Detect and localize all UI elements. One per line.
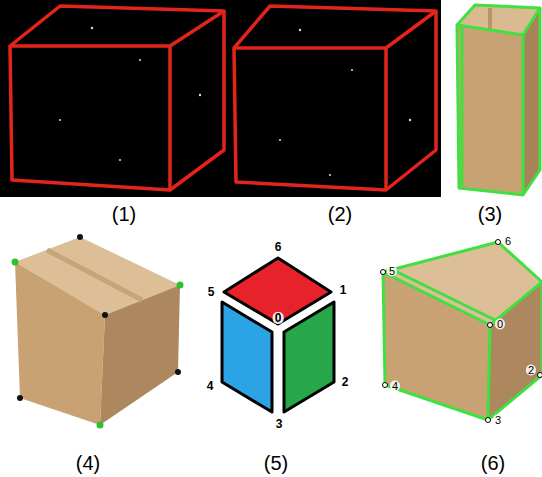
panel-caption: (5) (264, 453, 288, 473)
panel-caption: (1) (112, 204, 136, 224)
vertex-number: 3 (274, 418, 285, 430)
vertex-number: 2 (526, 365, 536, 376)
cardboard-box (457, 5, 540, 195)
vertex-number: 2 (340, 376, 351, 388)
vertex-number: 0 (495, 319, 505, 330)
panel-caption: (2) (328, 204, 352, 224)
vertex-number: 1 (338, 284, 349, 296)
detected-outline (383, 242, 542, 420)
detected-outline (457, 5, 540, 195)
vertex-number: 4 (390, 381, 400, 392)
vertex-number: 4 (205, 380, 216, 392)
noise-speckle (59, 27, 411, 176)
vertex-number: 5 (387, 266, 397, 277)
corner-dot (12, 234, 184, 429)
panel-caption: (4) (76, 453, 100, 473)
edge-wireframe (10, 6, 224, 190)
panel-caption: (3) (478, 204, 502, 224)
vertex-number: 3 (493, 415, 503, 426)
edge-wireframe (234, 6, 436, 190)
vertex-number: 6 (503, 236, 513, 247)
corner-dot (381, 240, 542, 423)
cube-schematic (222, 258, 334, 412)
cardboard-box (15, 237, 180, 425)
panel-caption: (6) (481, 453, 505, 473)
vertex-number: 5 (206, 286, 217, 298)
cardboard-box (383, 242, 542, 420)
vertex-number: 6 (273, 241, 284, 253)
vertex-number: 0 (273, 312, 284, 324)
edge-image-ground (0, 0, 441, 197)
